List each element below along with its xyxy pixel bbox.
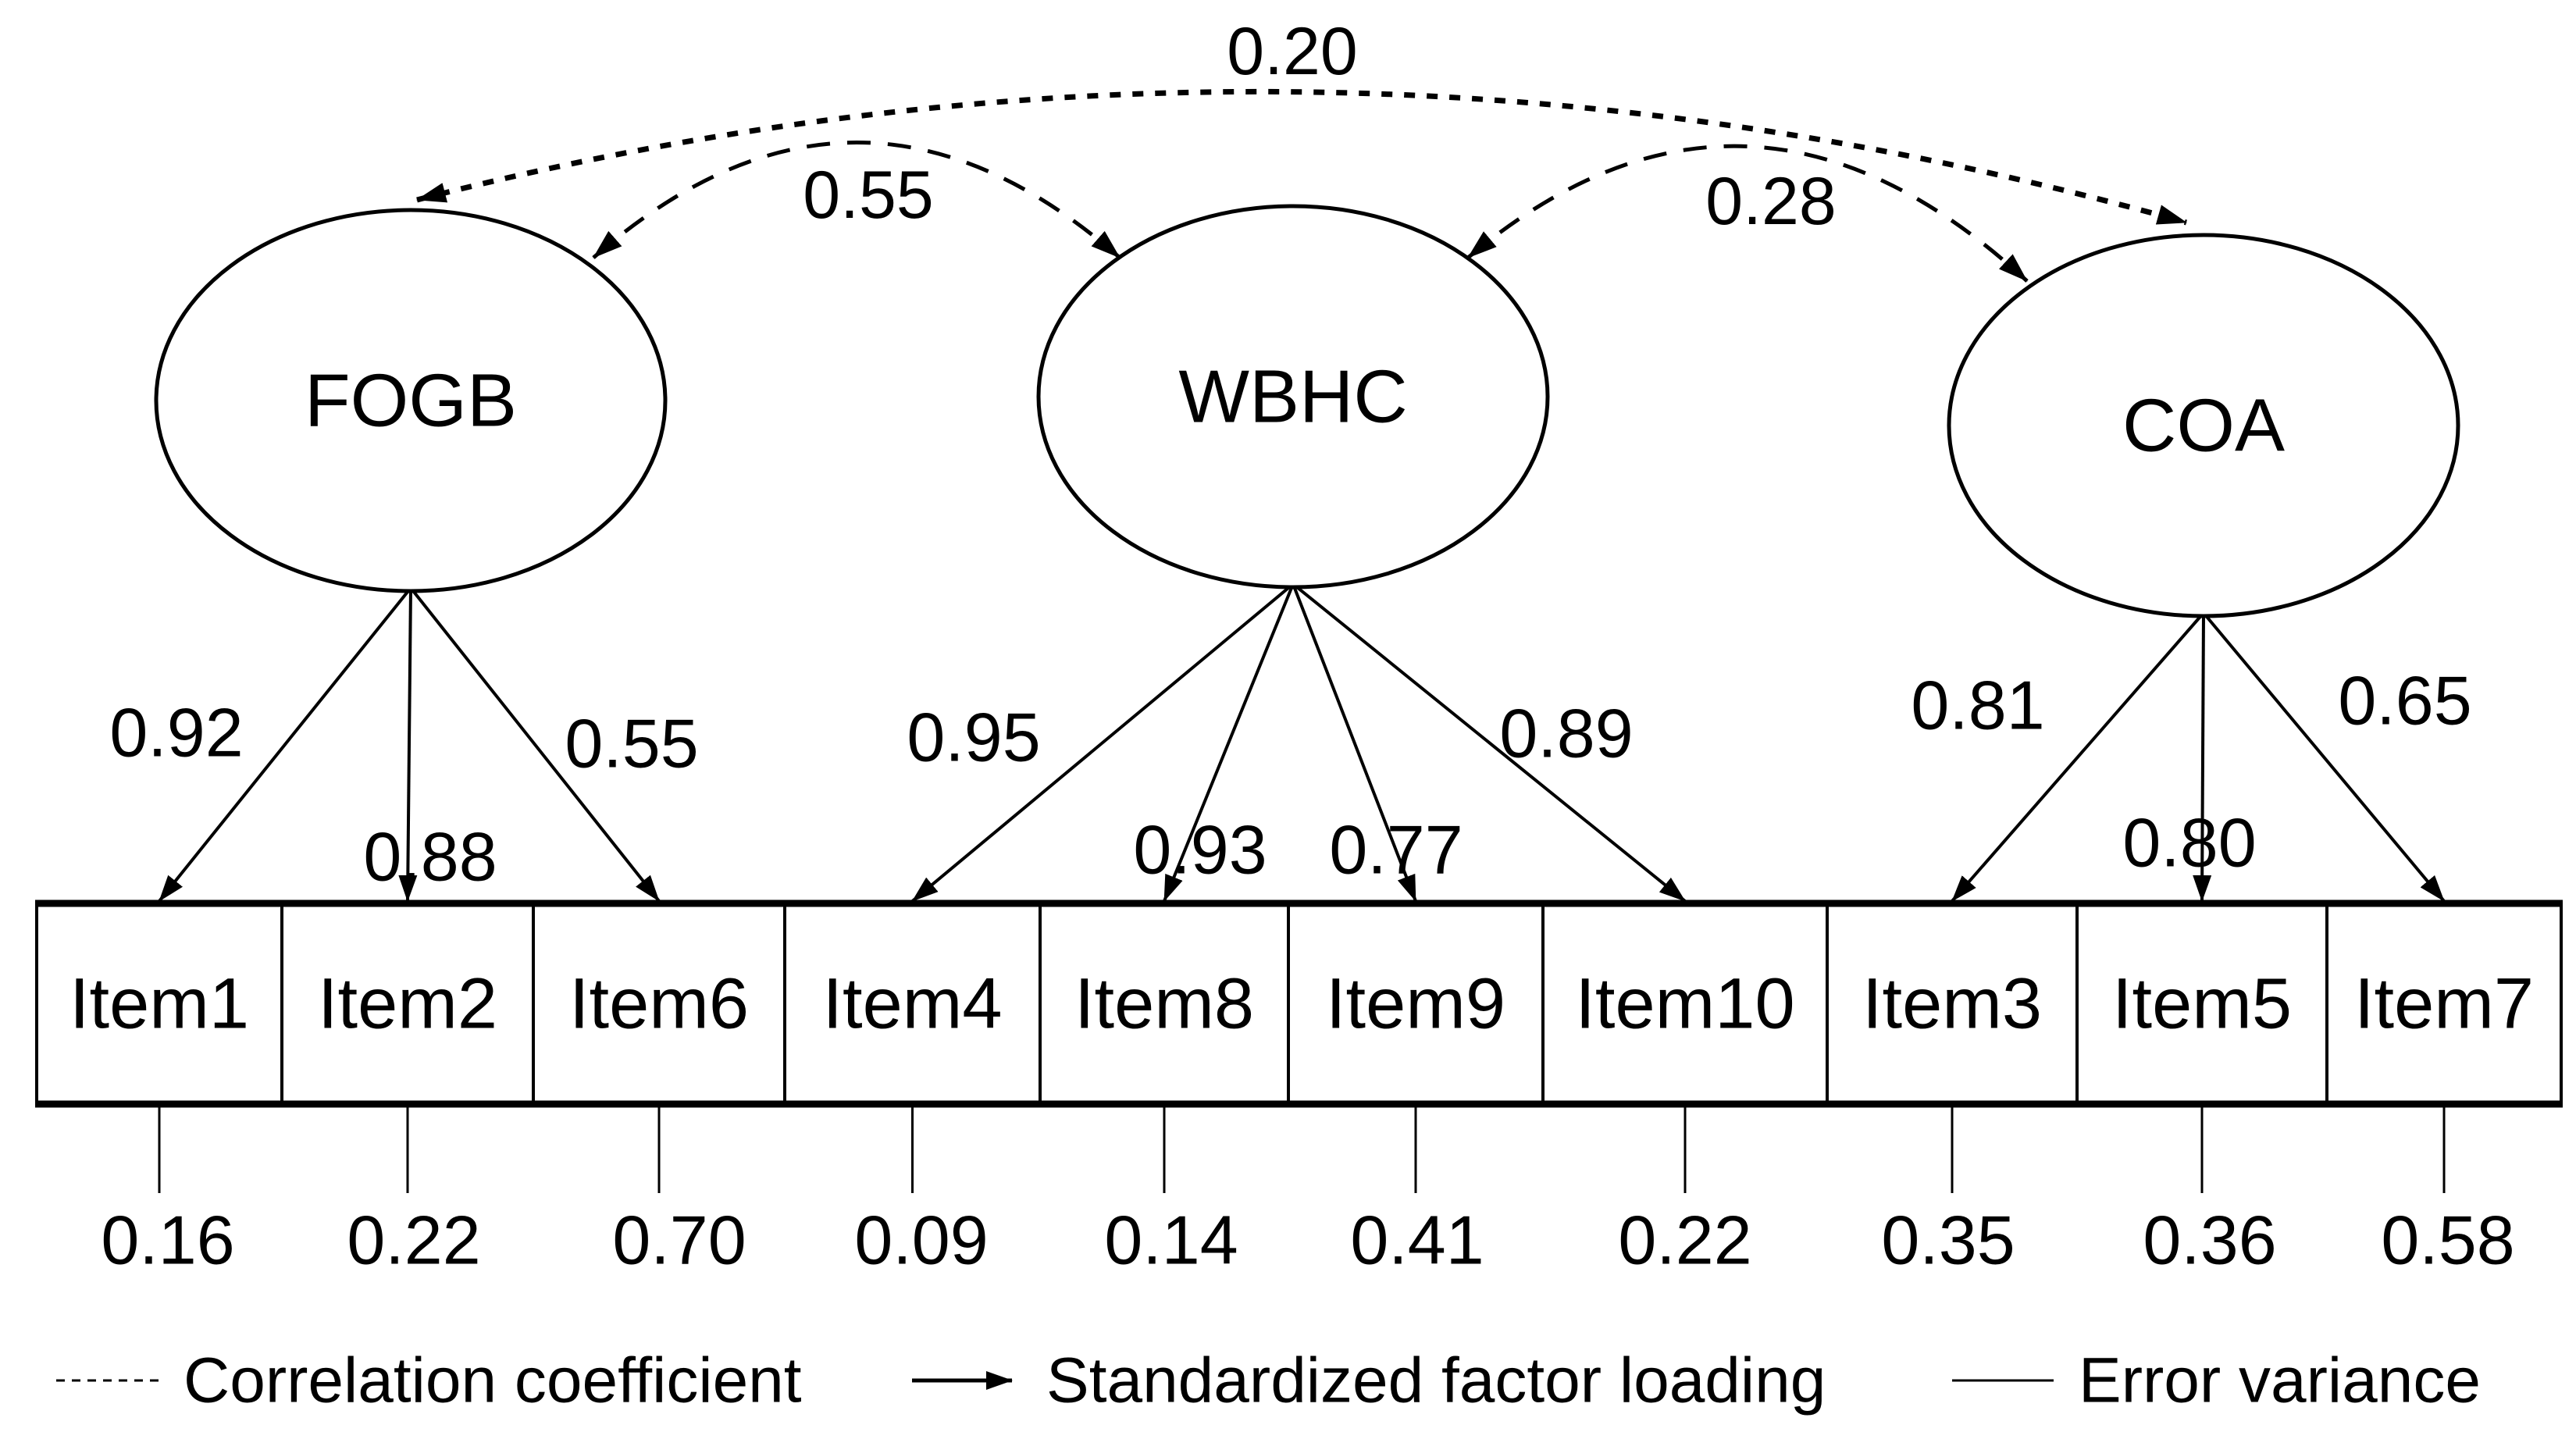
legend-label: Correlation coefficient: [183, 1345, 802, 1416]
correlation-value-label: 0.28: [1705, 164, 1836, 239]
legend-label: Standardized factor loading: [1046, 1345, 1826, 1416]
error-variance-label: 0.22: [347, 1202, 480, 1279]
loading-value-label: 0.81: [1911, 667, 2044, 744]
item-row: Item1 0.16 Item2 0.22 Item6 0.70 Item4 0.09 Item…: [35, 902, 2563, 1279]
error-variance-label: 0.22: [1618, 1202, 1751, 1279]
item-box: [2325, 902, 2563, 1106]
factor-label: FOGB: [305, 359, 517, 443]
item-box: [2075, 902, 2328, 1106]
loading-value-label: 0.55: [565, 705, 698, 782]
factor-FOGB: FOGB: [154, 208, 668, 593]
error-variance-label: 0.70: [612, 1202, 746, 1279]
error-variance-label: 0.41: [1350, 1202, 1484, 1279]
loading-value-label: 0.80: [2122, 804, 2256, 882]
loading-arrow-WBHC-Item8: [1163, 583, 1295, 902]
error-variance-label: 0.58: [2381, 1202, 2514, 1279]
correlation-value-label: 0.20: [1227, 14, 1357, 89]
item-label: Item6: [569, 964, 749, 1044]
factor-COA: COA: [1947, 233, 2460, 618]
loading-arrow-FOGB-Item1: [158, 586, 412, 903]
factor-ellipse: [154, 208, 668, 593]
loading-arrow-WBHC-Item9: [1292, 583, 1417, 902]
item-label: Item5: [2112, 964, 2292, 1044]
legend-label: Error variance: [2079, 1345, 2481, 1416]
factor-label: COA: [2122, 384, 2285, 468]
legend: Correlation coefficient Standardized fact…: [56, 1345, 2481, 1416]
loading-arrow-WBHC-Item10: [1292, 582, 1687, 903]
factor-label: WBHC: [1178, 355, 1407, 439]
item-label: Item9: [1326, 964, 1505, 1044]
error-variance-label: 0.16: [101, 1202, 234, 1279]
item-label: Item3: [1862, 964, 2042, 1044]
item-label: Item1: [69, 964, 249, 1044]
item-box: [1287, 902, 1545, 1106]
item-label: Item8: [1074, 964, 1254, 1044]
item-box: [1826, 902, 2079, 1106]
loading-arrow-WBHC-Item4: [911, 582, 1295, 903]
item-label: Item2: [318, 964, 497, 1044]
loading-arrow-FOGB-Item6: [409, 586, 661, 903]
correlation-value-label: 0.55: [803, 158, 933, 233]
loading-value-label: 0.89: [1499, 695, 1633, 772]
error-variance-label: 0.14: [1104, 1202, 1238, 1279]
loading-arrow-COA-Item7: [2202, 611, 2446, 903]
factor-ellipse: [1036, 204, 1550, 590]
loading-value-label: 0.92: [109, 694, 243, 771]
error-variance-label: 0.35: [1881, 1202, 2015, 1279]
loading-arrow-COA-Item3: [1951, 611, 2205, 903]
loading-value-label: 0.95: [907, 699, 1040, 776]
item-label: Item10: [1575, 964, 1794, 1044]
loading-arrow-COA-Item5: [2193, 612, 2212, 902]
item-box: [532, 902, 786, 1106]
loading-arrow-FOGB-Item2: [398, 587, 418, 902]
factor-WBHC: WBHC: [1036, 204, 1550, 590]
error-variance-label: 0.09: [854, 1202, 988, 1279]
item-label: Item4: [822, 964, 1002, 1044]
item-box: [1541, 902, 1829, 1106]
error-variance-label: 0.36: [2143, 1202, 2276, 1279]
loading-value-label: 0.77: [1329, 811, 1463, 889]
loading-value-label: 0.65: [2338, 662, 2471, 739]
loading-value-label: 0.93: [1133, 811, 1267, 889]
item-label: Item7: [2354, 964, 2534, 1044]
factor-ellipse: [1947, 233, 2460, 618]
correlation-arc-FOGB-COA: [416, 88, 2187, 226]
loading-value-label: 0.88: [363, 818, 497, 896]
